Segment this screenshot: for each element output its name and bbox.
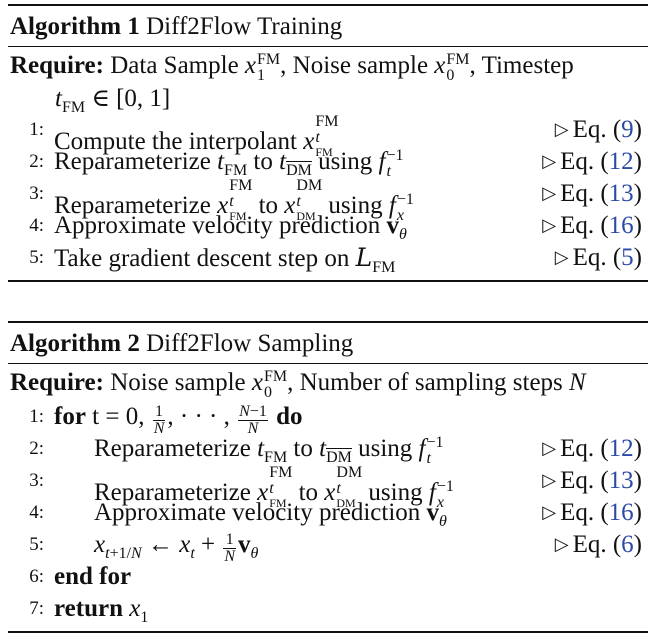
equation-comment: ▷Eq. (5) — [554, 244, 642, 272]
equation-comment: ▷Eq. (9) — [554, 116, 642, 144]
equation-link[interactable]: 6 — [621, 531, 634, 559]
equation-link[interactable]: 12 — [608, 148, 634, 176]
algorithm-label: Algorithm 2 — [10, 330, 140, 357]
algorithm-title: Algorithm 1 Diff2Flow Training — [8, 6, 648, 46]
algo-line: 5: Take gradient descent step on LFM ▷Eq… — [29, 243, 642, 277]
algorithm-1: Algorithm 1 Diff2Flow Training Require: … — [8, 4, 648, 283]
bottom-rule — [8, 631, 648, 634]
algo-line: 6: end for — [29, 563, 132, 591]
equation-link[interactable]: 5 — [621, 244, 634, 272]
equation-comment: ▷Eq. (12) — [542, 148, 642, 176]
triangle-right-icon: ▷ — [554, 119, 569, 140]
title-rule — [8, 363, 648, 364]
top-rule — [8, 4, 648, 6]
title-rule — [8, 46, 648, 47]
algorithm-title: Algorithm 2 Diff2Flow Sampling — [8, 323, 648, 363]
triangle-right-icon: ▷ — [554, 247, 569, 268]
algorithm-name: Diff2Flow Sampling — [146, 330, 354, 357]
equation-comment: ▷Eq. (13) — [542, 180, 642, 208]
triangle-right-icon: ▷ — [542, 151, 557, 172]
equation-link[interactable]: 16 — [608, 212, 634, 240]
equation-comment: ▷Eq. (6) — [554, 531, 642, 559]
require-keyword: Require: — [10, 369, 104, 396]
equation-comment: ▷Eq. (13) — [542, 467, 642, 495]
triangle-right-icon: ▷ — [542, 438, 557, 459]
triangle-right-icon: ▷ — [542, 502, 557, 523]
equation-link[interactable]: 13 — [608, 467, 634, 495]
algorithm-name: Diff2Flow Training — [146, 13, 343, 40]
algo-line: 4: Approximate velocity prediction vθ ▷E… — [29, 212, 642, 244]
triangle-right-icon: ▷ — [542, 183, 557, 204]
algorithm-2: Algorithm 2 Diff2Flow Sampling Require: … — [8, 321, 648, 634]
algo-line: 7: return x1 — [29, 595, 149, 627]
equation-comment: ▷Eq. (16) — [542, 499, 642, 527]
equation-comment: ▷Eq. (12) — [542, 435, 642, 463]
equation-link[interactable]: 13 — [608, 180, 634, 208]
equation-comment: ▷Eq. (16) — [542, 212, 642, 240]
algorithm-label: Algorithm 1 — [10, 13, 140, 40]
equation-link[interactable]: 12 — [608, 435, 634, 463]
triangle-right-icon: ▷ — [542, 215, 557, 236]
algo-line: 4: Approximate velocity prediction vθ ▷E… — [29, 499, 642, 531]
triangle-right-icon: ▷ — [542, 470, 557, 491]
top-rule — [8, 321, 648, 323]
triangle-right-icon: ▷ — [554, 534, 569, 555]
equation-link[interactable]: 16 — [608, 499, 634, 527]
bottom-rule — [8, 280, 648, 283]
equation-link[interactable]: 9 — [621, 116, 634, 144]
require-keyword: Require: — [10, 52, 104, 79]
